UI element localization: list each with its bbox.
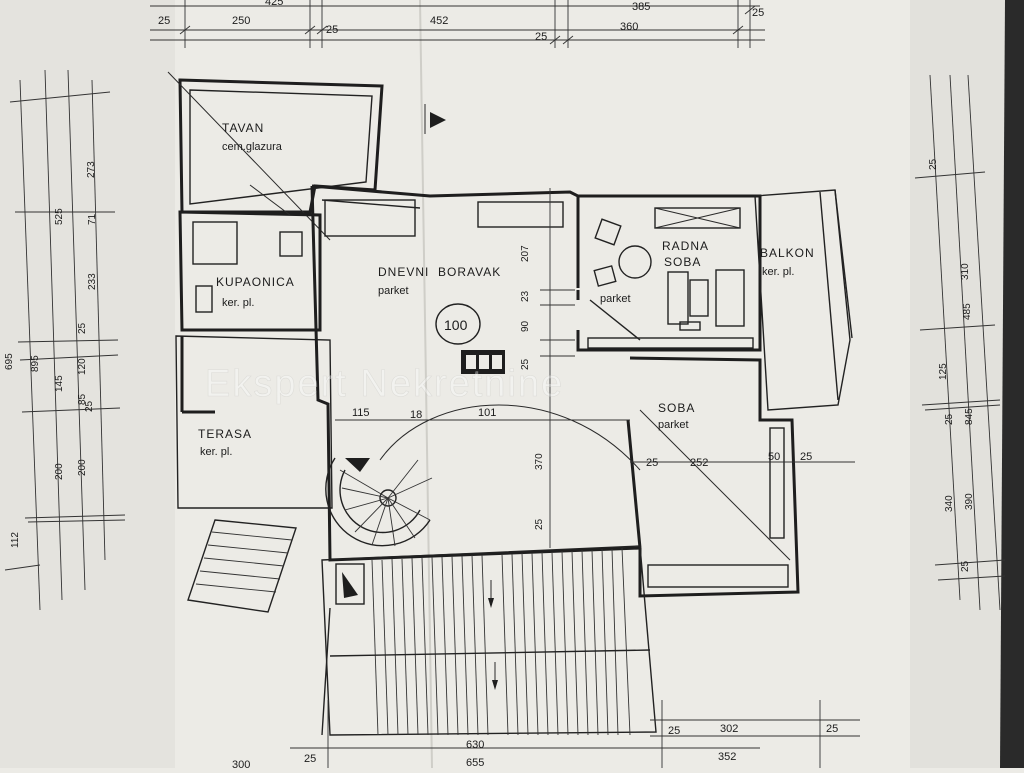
dim-left-695: 695: [4, 353, 15, 370]
dim-top-452: 452: [430, 15, 448, 27]
walls: [167, 71, 853, 613]
dim-207: 207: [520, 245, 531, 262]
dim-left-895: 895: [30, 355, 41, 372]
dim-left-273: 273: [86, 161, 97, 178]
dim-right-485: 485: [962, 303, 973, 320]
dim-left-25: 25: [77, 322, 88, 334]
label-radna-finish: parket: [600, 293, 631, 305]
dim-right-310: 310: [960, 263, 971, 280]
label-dnevni-boravak: DNEVNI BORAVAK: [378, 265, 501, 279]
dim-left-145: 145: [54, 375, 65, 392]
dim-right-25a: 25: [928, 158, 939, 170]
dim-left-112: 112: [10, 532, 21, 548]
dim-bottom-25a: 25: [304, 753, 316, 765]
label-terasa: TERASA: [198, 427, 252, 441]
wall-kupaonica: [178, 210, 322, 332]
label-balkon: BALKON: [760, 246, 815, 260]
dim-25-stack: 25: [520, 358, 531, 370]
label-soba-finish: parket: [658, 419, 689, 431]
dim-252: 252: [690, 457, 708, 469]
dim-right-845: 845: [964, 408, 975, 425]
dim-top-250: 250: [232, 15, 250, 27]
dim-23: 23: [520, 290, 531, 302]
terasa-stairs: [187, 519, 297, 613]
label-dnevni-finish: parket: [378, 285, 409, 297]
dim-25-soba: 25: [646, 457, 658, 469]
dim-25-vertical: 25: [534, 518, 545, 530]
dim-top-25b: 25: [326, 24, 338, 36]
fireplace: [461, 350, 505, 374]
dark-edge: [1000, 0, 1024, 768]
dim-101: 101: [478, 407, 496, 419]
dim-right-340: 340: [944, 495, 955, 512]
dim-left-200b: 200: [77, 459, 88, 476]
dim-left-71: 71: [87, 213, 98, 225]
dim-left-25b: 25: [84, 400, 95, 412]
paper-fold-line: [419, 0, 433, 769]
label-kupaonica-finish: ker. pl.: [222, 297, 254, 309]
dim-bottom-352: 352: [718, 751, 736, 763]
dim-bottom-655: 655: [466, 757, 484, 768]
wall-north-main: [311, 184, 580, 288]
bottom-dimensions: 300 25 630 25 302 25 655 352: [232, 723, 838, 771]
label-terasa-finish: ker. pl.: [200, 446, 232, 458]
dim-370: 370: [534, 453, 545, 470]
dim-top-385: 385: [632, 1, 650, 13]
label-soba-radna: SOBA: [664, 255, 701, 269]
marker-100: 100: [444, 317, 468, 333]
dim-left-85: 85: [77, 393, 88, 405]
dim-bottom-300: 300: [232, 759, 250, 768]
dim-right-390: 390: [964, 493, 975, 510]
paper-left-shade: [0, 0, 175, 768]
dim-18: 18: [410, 409, 422, 421]
section-marker: [424, 104, 446, 134]
inner-dimension-texts: 115 18 101 207 23 90 25 370 25 25 252 50…: [352, 245, 812, 530]
dim-top-425: 425: [265, 0, 283, 8]
label-tavan: TAVAN: [222, 121, 264, 135]
label-balkon-finish: ker. pl.: [762, 266, 794, 278]
spiral-staircase: [325, 404, 641, 547]
dim-top-25c: 25: [535, 31, 547, 43]
radna-furniture: [593, 207, 745, 331]
circle-marker: 100: [435, 303, 481, 345]
label-kupaonica: KUPAONICA: [216, 275, 295, 289]
inner-dimension-lines: [290, 188, 860, 768]
dim-bottom-302: 302: [720, 723, 738, 735]
dim-right-25b: 25: [944, 413, 955, 425]
top-dimensions: 425 385 25 250 25 452 25 360 25: [150, 0, 765, 48]
dim-90: 90: [520, 320, 531, 332]
label-radna: RADNA: [662, 239, 709, 253]
dim-bottom-25b: 25: [668, 725, 680, 737]
dim-115: 115: [352, 407, 370, 419]
dim-50: 50: [768, 451, 780, 463]
dim-right-125: 125: [938, 363, 949, 380]
dim-left-233: 233: [87, 273, 98, 290]
watermark: Ekspert Nekretnine: [205, 363, 564, 405]
room-labels: TAVAN cem.glazura KUPAONICA ker. pl. TER…: [198, 121, 815, 458]
dim-25-right: 25: [800, 451, 812, 463]
dim-top-360: 360: [620, 21, 638, 33]
dim-left-200a: 200: [54, 463, 65, 480]
dim-left-525: 525: [54, 208, 65, 225]
left-dimensions: 695 895 525 273 71 233 25 145 120 85 25 …: [4, 69, 126, 611]
label-soba: SOBA: [658, 401, 695, 415]
dim-top-25d: 25: [752, 7, 764, 19]
label-tavan-finish: cem.glazura: [222, 141, 283, 153]
dim-right-25c: 25: [960, 560, 971, 572]
lower-terrace-hatch: [321, 545, 657, 736]
dim-bottom-630: 630: [466, 739, 484, 751]
dim-top-25a: 25: [158, 15, 170, 27]
dim-bottom-25c: 25: [826, 723, 838, 735]
right-dimensions: 25 310 485 125 845 25 340 390 25: [914, 74, 1006, 611]
dim-left-120: 120: [77, 358, 88, 375]
